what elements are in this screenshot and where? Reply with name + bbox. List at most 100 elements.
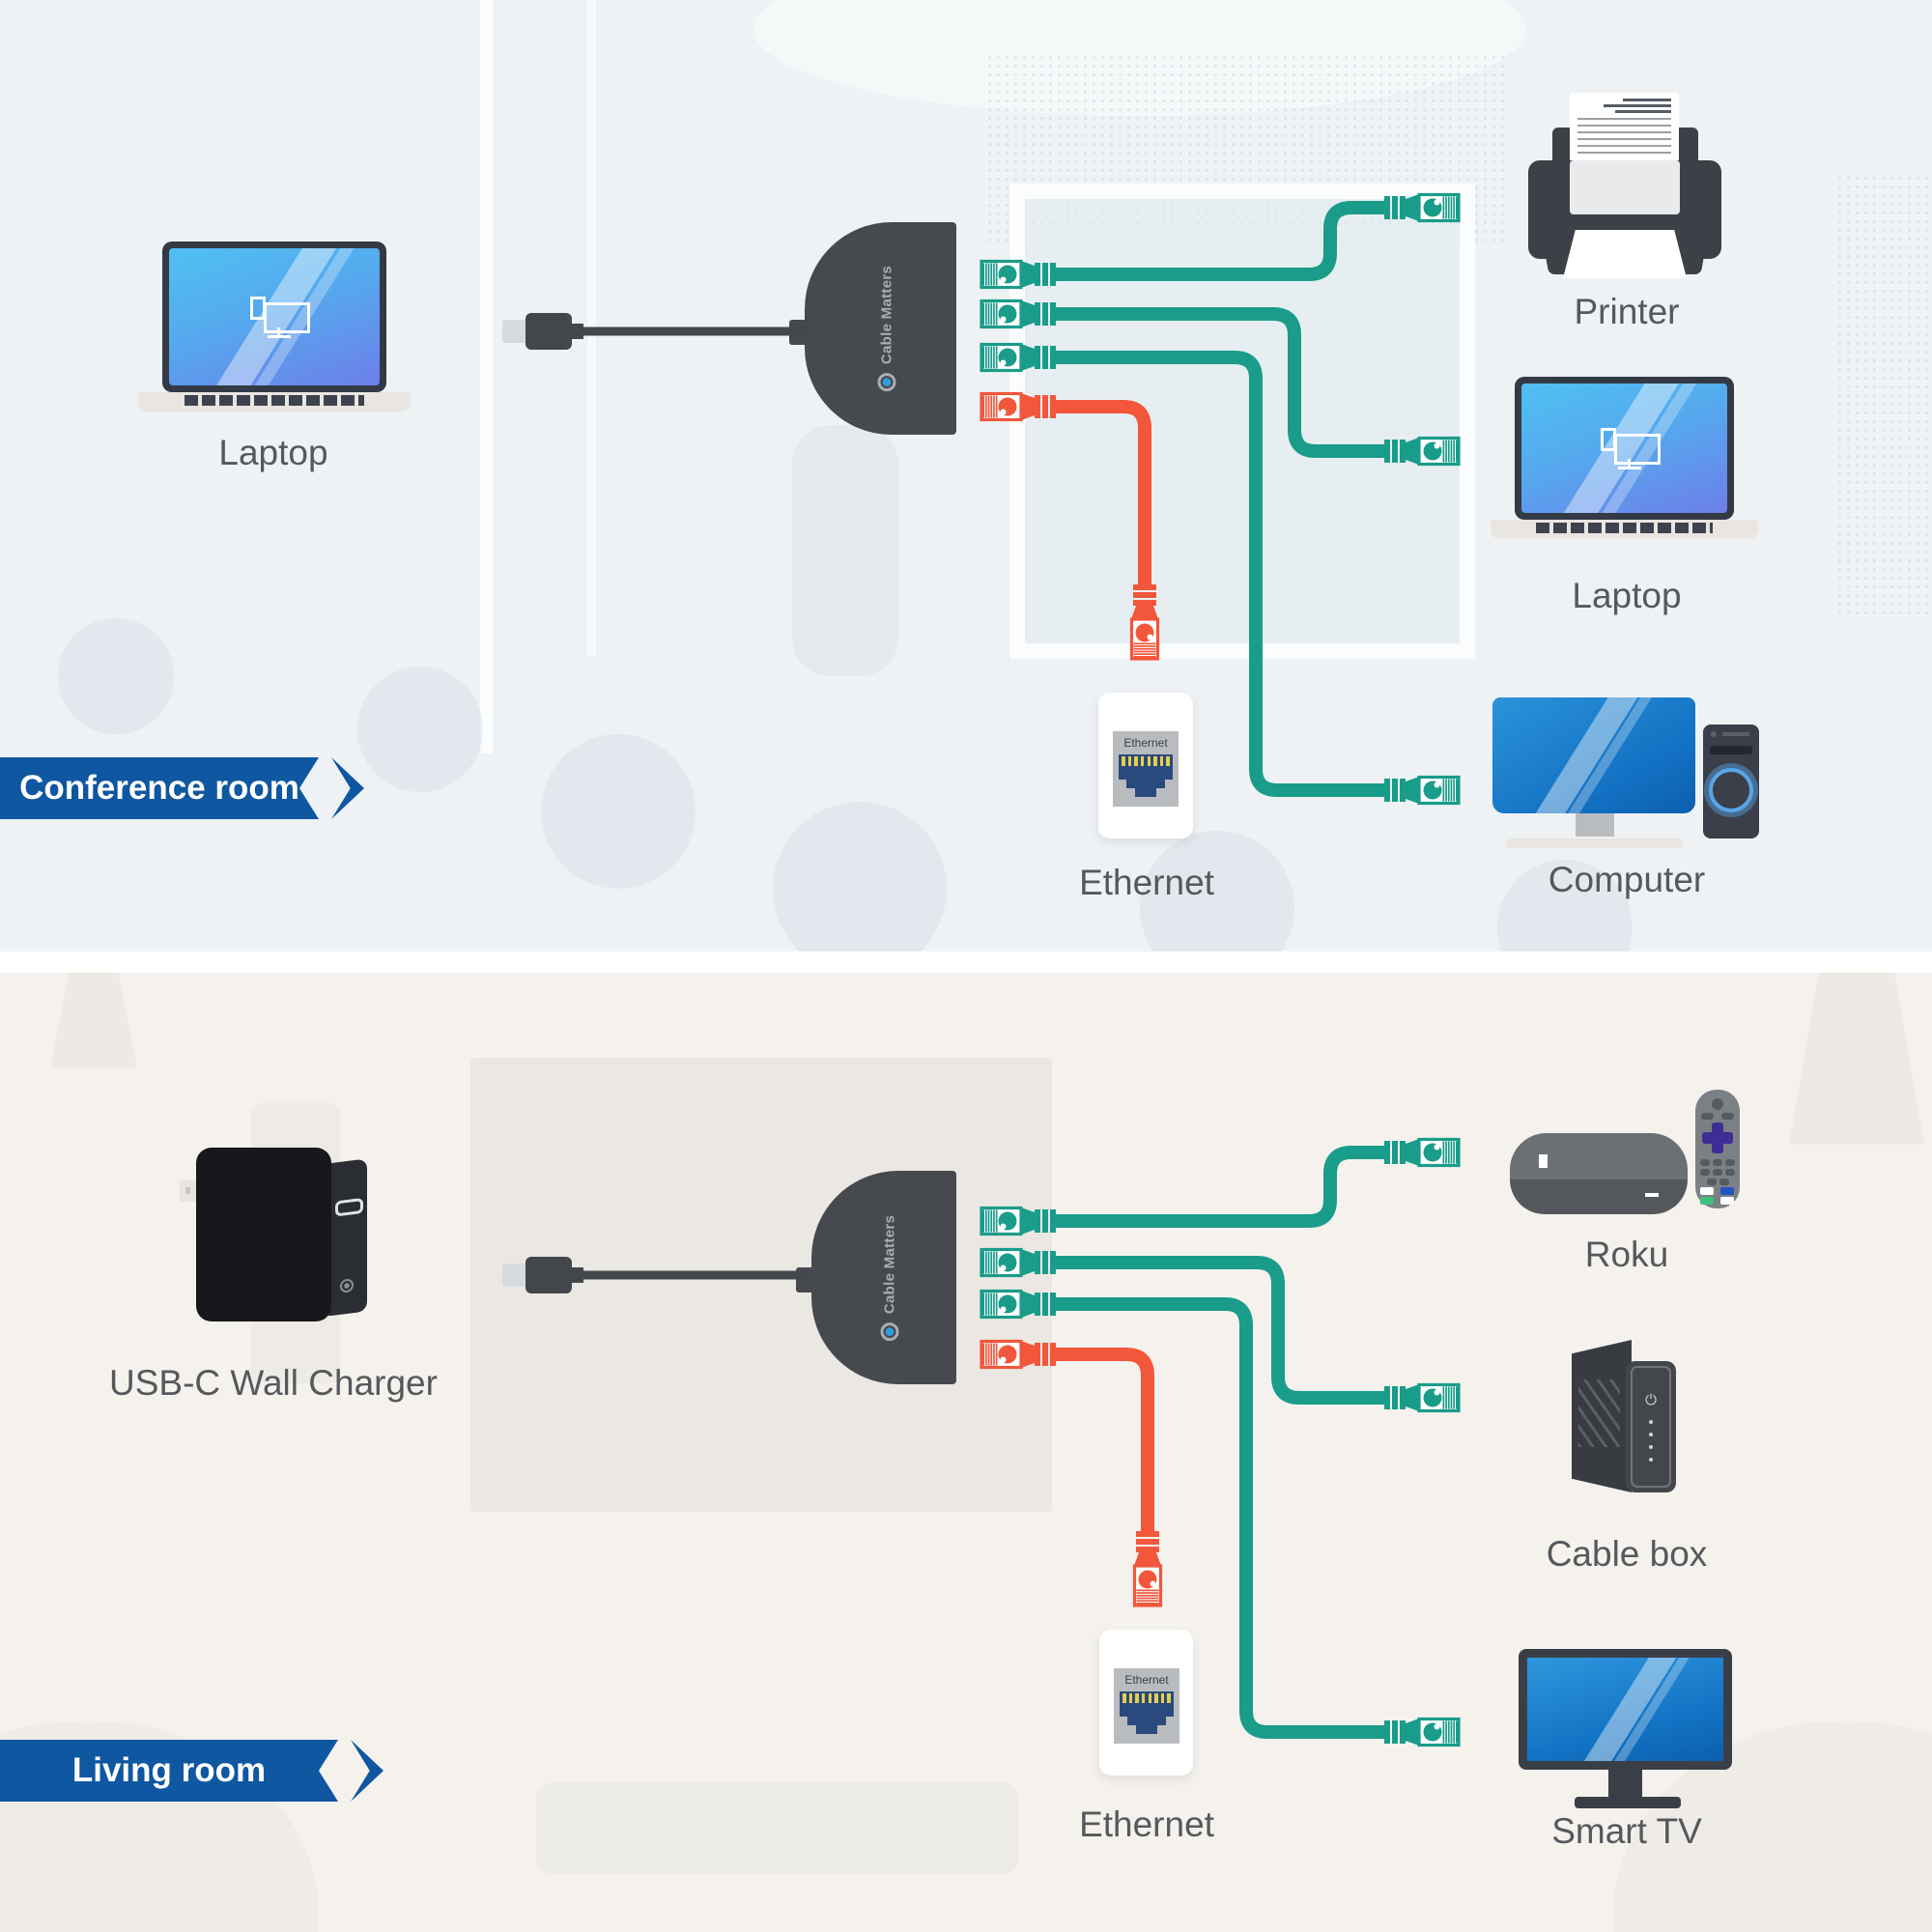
- computer-label: Computer: [1548, 860, 1706, 899]
- charger-side-face: [327, 1158, 367, 1317]
- ethernet-wall-plate: Ethernet: [1099, 1630, 1193, 1776]
- background-dots: [1835, 174, 1932, 618]
- wall-plate-insert: Ethernet: [1113, 731, 1179, 807]
- laptop-left-icon: [138, 242, 411, 413]
- background-people: [357, 667, 483, 792]
- hub-brand: Cable Matters: [877, 265, 896, 392]
- living-room-banner: Living room: [0, 1740, 384, 1802]
- roku-icon: [1510, 1090, 1742, 1215]
- tv-frame: [1519, 1649, 1732, 1770]
- ethernet-label-top: Ethernet: [1079, 863, 1214, 902]
- tower-glow-ring: [1709, 768, 1753, 813]
- printer-paper-in: [1570, 93, 1679, 164]
- ethernet-wall-plate: Ethernet: [1098, 693, 1193, 838]
- hub-cable-stub: [796, 1267, 815, 1293]
- tv-screen: [1527, 1658, 1723, 1761]
- network-hub: Cable Matters: [789, 222, 956, 435]
- remote-dpad-icon: [1702, 1132, 1733, 1144]
- computer-icon: [1492, 697, 1763, 852]
- background-bench: [536, 1782, 1019, 1874]
- hub-brand-text: Cable Matters: [881, 1214, 898, 1314]
- tv-stand-base: [1575, 1797, 1681, 1808]
- wall-plate-insert: Ethernet: [1114, 1668, 1179, 1744]
- laptop-keyboard: [1536, 523, 1713, 533]
- usb-plug-tip: [502, 320, 527, 343]
- usb-plug-neck: [570, 324, 583, 339]
- cable-box-vents: [1578, 1379, 1620, 1447]
- monitor-stand: [1576, 813, 1614, 837]
- laptop-screen-glass: [1521, 384, 1727, 513]
- background-glass-wall: [587, 0, 596, 657]
- laptop-left-label: Laptop: [218, 433, 328, 472]
- roku-body-bottom: [1510, 1179, 1688, 1214]
- banner-arrow-tip: [351, 1740, 384, 1802]
- roku-body-top: [1510, 1133, 1688, 1179]
- background-lamp-left: [50, 973, 137, 1067]
- hub-brand-text: Cable Matters: [878, 265, 895, 365]
- background-people: [58, 618, 174, 734]
- tv-stand-neck: [1608, 1770, 1642, 1797]
- laptop-screen-glass: [169, 248, 380, 385]
- cable-box-front: ⏻: [1626, 1361, 1676, 1492]
- laptop-right-label: Laptop: [1572, 576, 1682, 615]
- computer-tower: [1703, 724, 1759, 838]
- printer-label: Printer: [1574, 292, 1680, 331]
- banner-label: Living room: [71, 1751, 267, 1789]
- ethernet-label-bottom: Ethernet: [1079, 1804, 1214, 1844]
- background-people: [541, 734, 696, 889]
- mini-tower-icon: [1601, 428, 1616, 451]
- banner-ribbon: Conference room: [0, 757, 319, 819]
- background-person: [792, 425, 898, 676]
- banner-ribbon: Living room: [0, 1740, 338, 1802]
- charger-label: USB-C Wall Charger: [109, 1363, 438, 1403]
- charger-front-face: [196, 1148, 331, 1321]
- background-people: [773, 802, 947, 952]
- banner-label: Conference room: [19, 769, 299, 807]
- roku-reset: [1645, 1193, 1659, 1197]
- mini-tower-icon: [250, 297, 266, 320]
- usb-plug-body: [526, 313, 572, 350]
- cable-matters-logo-icon: [880, 1321, 899, 1341]
- hub-cable-stub: [789, 320, 809, 345]
- conference-room-banner: Conference room: [0, 757, 364, 819]
- roku-label: Roku: [1584, 1235, 1669, 1274]
- rj45-jack-icon: [1119, 754, 1173, 797]
- living-room-section: Living room USB-C Wall Charger Cable Mat…: [0, 973, 1932, 1932]
- cable-box-label: Cable box: [1546, 1534, 1708, 1574]
- rj45-jack-icon: [1120, 1691, 1174, 1734]
- wall-plate-text: Ethernet: [1124, 1673, 1169, 1687]
- laptop-screen: [1515, 377, 1734, 520]
- smart-tv-icon: [1519, 1649, 1732, 1815]
- laptop-keyboard: [184, 395, 365, 406]
- usb-c-wall-charger-icon: [180, 1148, 373, 1331]
- monitor-base: [1506, 838, 1684, 848]
- section-divider: [0, 952, 1932, 973]
- cable-matters-logo-icon: [340, 1278, 354, 1293]
- mini-monitor-icon: [264, 302, 310, 333]
- banner-arrow-tip: [331, 757, 364, 819]
- roku-led: [1539, 1154, 1548, 1168]
- conference-room-section: Conference room Laptop Cable Matters: [0, 0, 1932, 952]
- background-lamp-right: [1789, 973, 1924, 1145]
- smart-tv-label: Smart TV: [1551, 1811, 1702, 1851]
- network-hub: Cable Matters: [796, 1171, 956, 1384]
- computer-monitor: [1492, 697, 1695, 813]
- roku-remote-icon: [1695, 1090, 1740, 1208]
- background-presentation-screen: [1009, 184, 1475, 659]
- background-dots: [985, 53, 1507, 246]
- mini-monitor-icon: [1614, 434, 1661, 465]
- laptop-base: [1491, 520, 1758, 539]
- wall-plate-text: Ethernet: [1123, 736, 1168, 750]
- usb-plug-neck: [570, 1267, 583, 1283]
- laptop-base: [138, 392, 411, 412]
- printer-paper-out: [1563, 230, 1687, 278]
- usb-plug-tip: [502, 1264, 527, 1287]
- charger-prong: [180, 1180, 197, 1202]
- printer-icon: [1528, 93, 1721, 282]
- printer-slot: [1570, 160, 1680, 214]
- background-photo: [753, 0, 1526, 116]
- power-icon: ⏻: [1645, 1392, 1657, 1408]
- cable-box-side: [1572, 1340, 1632, 1492]
- laptop-screen: [162, 242, 386, 392]
- laptop-right-icon: [1491, 377, 1758, 541]
